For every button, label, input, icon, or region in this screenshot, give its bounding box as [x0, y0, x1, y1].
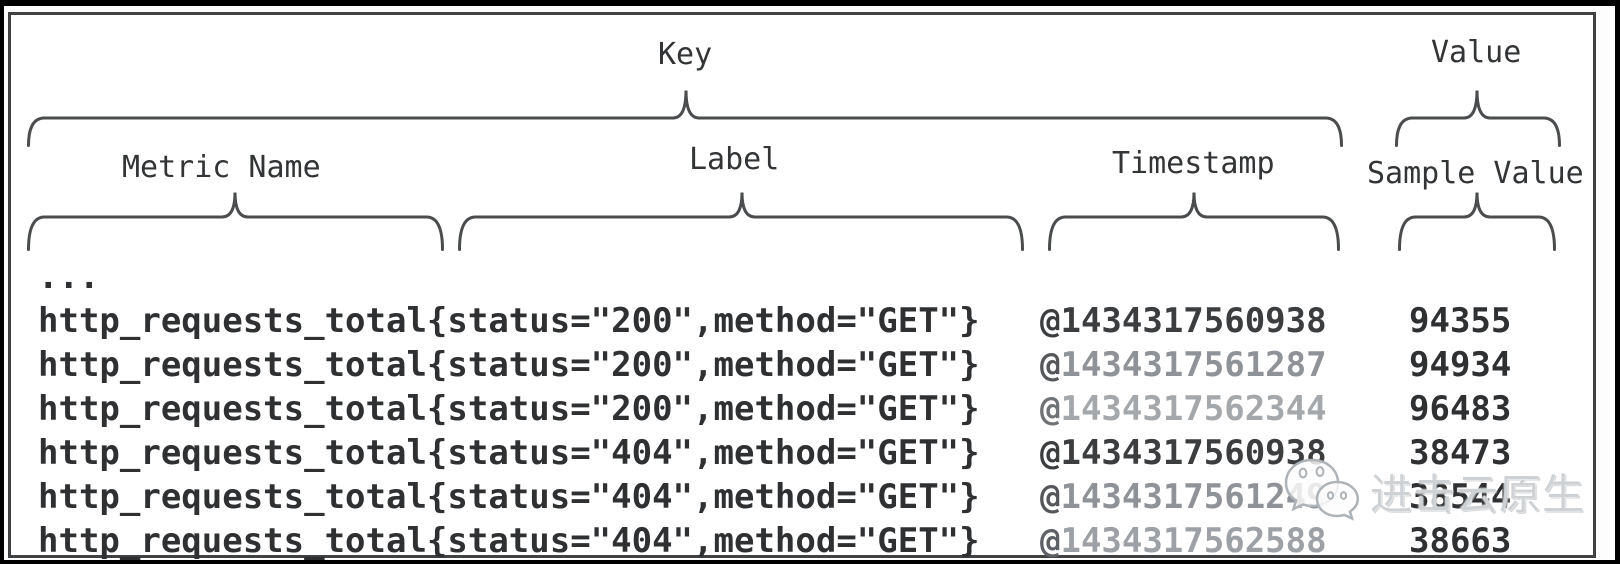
- timestamp-text: @1434317560938: [1040, 299, 1327, 343]
- sample-row: http_requests_total{status="200",method=…: [38, 299, 1598, 343]
- timestamp-text: @1434317562344: [1040, 387, 1327, 431]
- value-text: 38544: [1409, 477, 1512, 517]
- timestamp-digits: 1434317560938: [1060, 301, 1327, 341]
- timestamp-digits: 1434317562588: [1060, 521, 1327, 561]
- value-label: Value: [1431, 35, 1522, 70]
- timestamp-digits: 1434317562344: [1060, 389, 1327, 429]
- key-brace: [27, 90, 1343, 147]
- metric-text: http_requests_total{status="200",method=…: [38, 389, 980, 429]
- metric-text: http_requests_total{status="200",method=…: [38, 301, 980, 341]
- at-sign: @: [1040, 301, 1061, 341]
- metric-text: http_requests_total{status="404",method=…: [38, 477, 980, 517]
- timestamp-brace: [1048, 192, 1340, 251]
- ellipsis-row: ...: [38, 255, 1598, 299]
- timestamp-text: @1434317560938: [1040, 431, 1327, 475]
- sample-row: http_requests_total{status="200",method=…: [38, 343, 1598, 387]
- label-brace: [458, 192, 1024, 251]
- at-sign: @: [1040, 345, 1061, 385]
- label-label: Label: [689, 142, 780, 177]
- at-sign: @: [1040, 433, 1061, 473]
- timestamp-digits: 1434317561249: [1060, 477, 1327, 517]
- metric-text: http_requests_total{status="404",method=…: [38, 433, 980, 473]
- metric-name-label: Metric Name: [122, 150, 321, 185]
- at-sign: @: [1040, 389, 1061, 429]
- timestamp-label: Timestamp: [1112, 146, 1275, 181]
- value-brace: [1395, 90, 1561, 147]
- at-sign: @: [1040, 521, 1061, 561]
- metric-text: http_requests_total{status="200",method=…: [38, 345, 980, 385]
- at-sign: @: [1040, 477, 1061, 517]
- timestamp-digits: 1434317560938: [1060, 433, 1327, 473]
- metric-text: http_requests_total{status="404",method=…: [38, 521, 980, 561]
- timestamp-digits: 1434317561287: [1060, 345, 1327, 385]
- timestamp-text: @1434317561249: [1040, 475, 1327, 519]
- value-text: 38663: [1409, 521, 1512, 561]
- timestamp-text: @1434317562588: [1040, 519, 1327, 563]
- sample-value-label: Sample Value: [1367, 156, 1584, 191]
- sample-row: http_requests_total{status="404",method=…: [38, 431, 1598, 475]
- key-label: Key: [658, 37, 713, 72]
- value-text: 96483: [1409, 389, 1512, 429]
- metric-name-brace: [27, 192, 444, 251]
- sample-value-brace: [1398, 192, 1556, 251]
- samples-list: ...http_requests_total{status="200",meth…: [38, 255, 1598, 563]
- timestamp-text: @1434317561287: [1040, 343, 1327, 387]
- value-text: 38473: [1409, 433, 1512, 473]
- sample-row: http_requests_total{status="404",method=…: [38, 519, 1598, 563]
- value-text: 94934: [1409, 345, 1512, 385]
- ellipsis-text: ...: [38, 257, 100, 297]
- value-text: 94355: [1409, 301, 1512, 341]
- sample-row: http_requests_total{status="404",method=…: [38, 475, 1598, 519]
- sample-row: http_requests_total{status="200",method=…: [38, 387, 1598, 431]
